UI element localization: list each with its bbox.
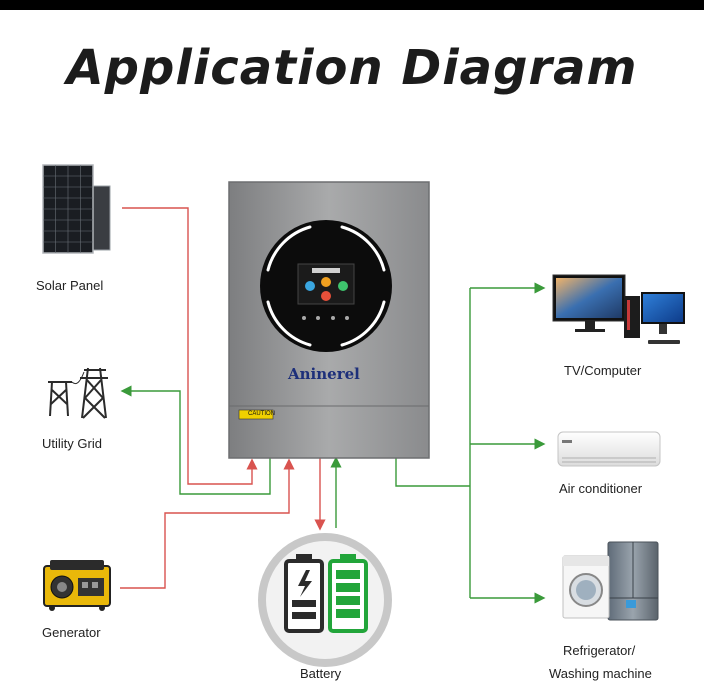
refrigerator-washer-icon [562,541,659,621]
generator-wire [120,458,295,589]
page-title: Application Diagram [66,40,638,96]
output-wires [120,282,546,604]
caution-text: CAUTION [248,411,275,417]
air-conditioner-label: Air conditioner [559,481,643,496]
inverter-brand-logo: Aninerel [288,365,360,383]
battery-icon [258,533,392,667]
battery-label: Battery [300,666,342,681]
top-bar [0,0,704,10]
solar-panel-label: Solar Panel [36,278,104,293]
inverter-unit [228,181,430,459]
solar-panel-icon [42,164,111,254]
refrigerator-label: Refrigerator/ [563,643,636,658]
generator-label: Generator [42,625,101,640]
caution-label [238,409,274,420]
solar-wire [122,207,258,485]
utility-grid-label: Utility Grid [42,436,102,451]
washing-machine-label: Washing machine [549,666,652,681]
air-conditioner-icon [557,431,661,467]
tv-computer-icon [552,274,685,344]
generator-icon [43,560,111,611]
utility-grid-icon [48,367,108,419]
input-wires [120,207,326,589]
grid-wire [120,385,271,495]
load-bus [395,458,470,487]
tv-computer-label: TV/Computer [564,363,642,378]
